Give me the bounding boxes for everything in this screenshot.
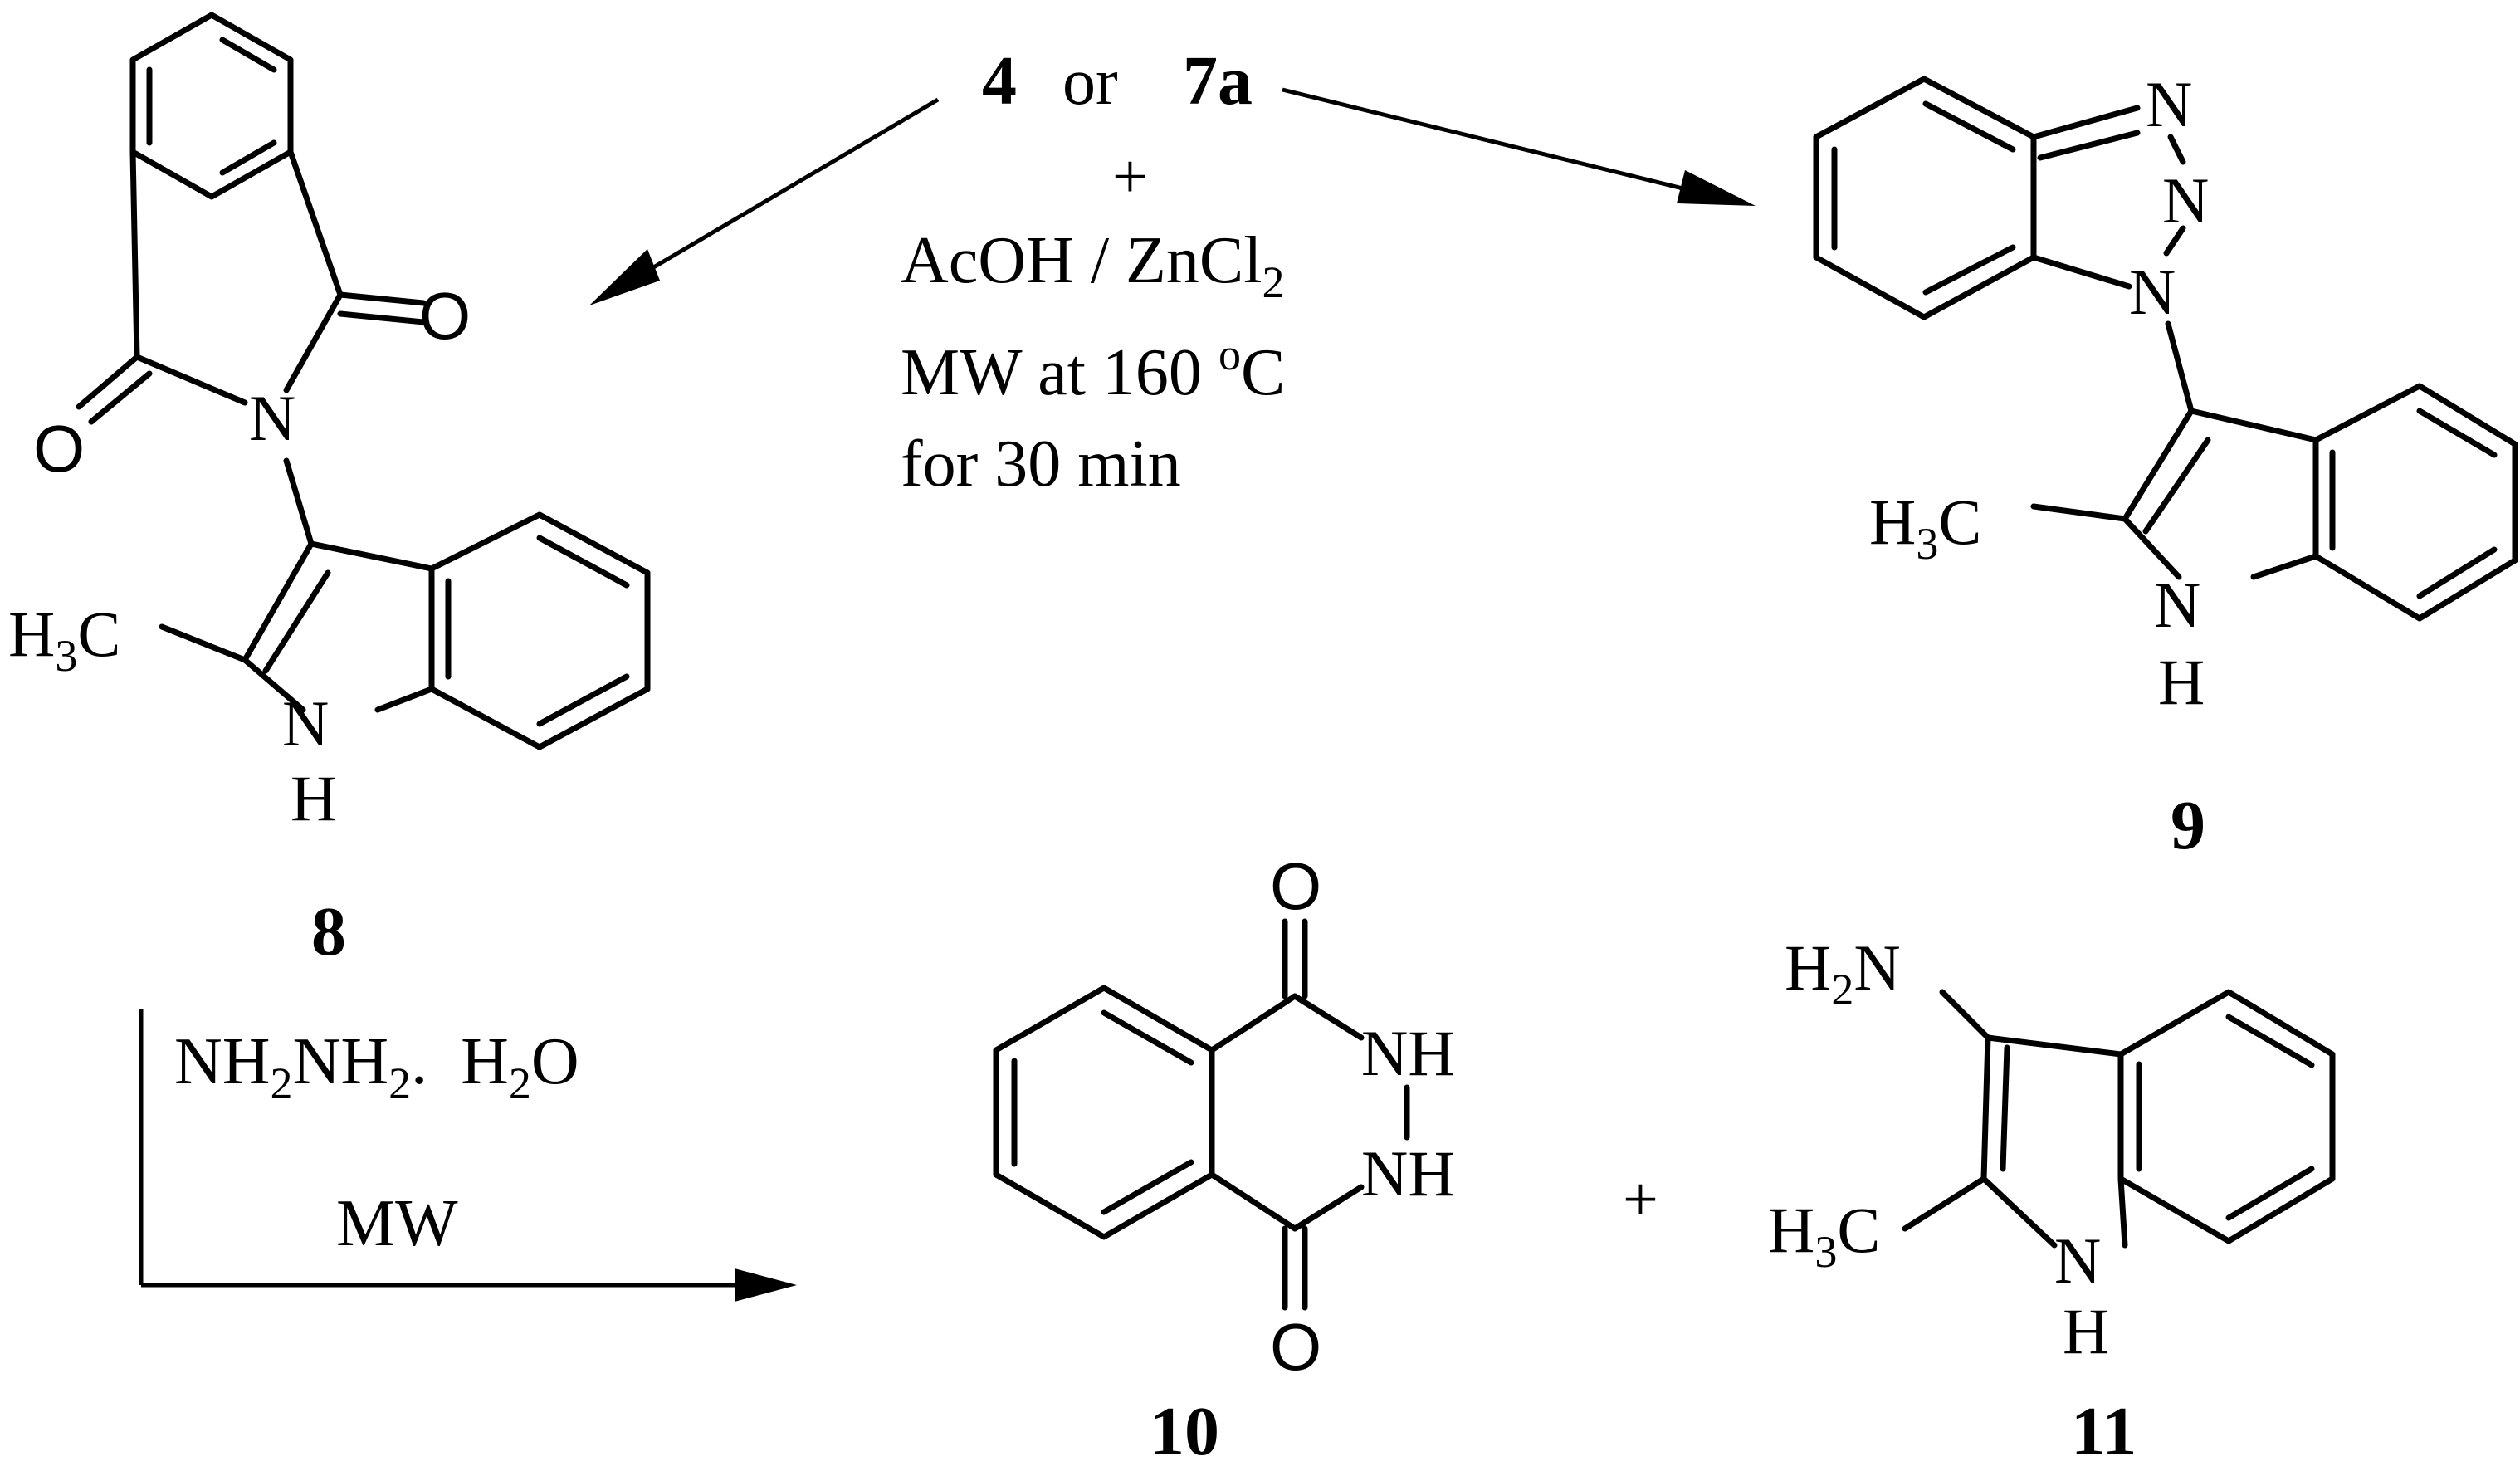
arrow-to-8: [613, 97, 940, 293]
arrow-to-9: [1282, 87, 1727, 202]
atom-o-10a: O: [1270, 849, 1321, 923]
compound-label-9: 9: [2171, 787, 2205, 864]
compound-11-structure: [1902, 989, 2336, 1249]
methyl-11-c: C: [1837, 1194, 1880, 1266]
atom-h-indole-11: H: [2063, 1295, 2109, 1367]
methyl-11-h: H: [1768, 1194, 1814, 1266]
atom-n-9a: N: [2146, 68, 2192, 140]
atom-n-9b: N: [2162, 164, 2209, 237]
compound-label-11: 11: [2071, 1393, 2137, 1470]
hydrazine-nh-b: NH: [293, 1025, 389, 1098]
mw-temp-text: MW at 160 oC: [901, 330, 1285, 409]
compound-label-10: 10: [1150, 1393, 1219, 1470]
hydrazine-dot: .: [411, 1025, 427, 1098]
hydrazine-sub-b: 2: [388, 1058, 411, 1108]
methyl-9-h: H: [1869, 486, 1916, 558]
atom-o-8b: O: [33, 412, 85, 486]
amino-11: H2N: [1785, 931, 1901, 1014]
hydrazine-nh-a: NH: [174, 1025, 271, 1098]
atom-h-indole-8: H: [291, 762, 337, 834]
reagent-4: 4: [982, 42, 1017, 120]
atom-n-indole-9: N: [2154, 569, 2200, 641]
catalyst-main: AcOH / ZnCl: [901, 224, 1262, 297]
methyl-9-c: C: [1938, 486, 1981, 558]
amino-11-h: H: [1785, 931, 1831, 1004]
hydrazine-sub-a: 2: [271, 1058, 293, 1108]
methyl-8-sub: 3: [55, 631, 77, 681]
compound-8-structure: [76, 12, 651, 750]
amino-11-sub: 2: [1831, 965, 1853, 1014]
hydrazinolysis-arrowhead: [735, 1268, 797, 1302]
arrowhead-to-9: [1677, 170, 1756, 206]
reagent-7a: 7a: [1183, 42, 1253, 120]
atom-n-indole-11: N: [2054, 1224, 2101, 1297]
atom-n-9c: N: [2129, 256, 2176, 328]
catalyst-sub: 2: [1262, 257, 1285, 307]
compound-label-8: 8: [311, 893, 346, 970]
atom-o-10b: O: [1270, 1310, 1321, 1384]
atom-h-indole-9: H: [2158, 646, 2205, 718]
reagent-plus: +: [1112, 142, 1148, 212]
atom-n-8: N: [249, 382, 295, 454]
mw-temp-main: MW at 160: [901, 336, 1218, 409]
catalyst-text: AcOH / ZnCl2: [901, 224, 1285, 307]
methyl-8: H3C: [8, 598, 120, 681]
methyl-9-sub: 3: [1916, 519, 1938, 569]
compound-9-structure: [1813, 76, 2518, 622]
duration-text: for 30 min: [901, 428, 1181, 501]
atom-n-indole-8: N: [282, 687, 329, 760]
atom-nh-10a: NH: [1361, 1017, 1455, 1089]
mw-temp-unit: C: [1241, 336, 1285, 409]
water-o: O: [531, 1025, 579, 1098]
compound-10-structure: [993, 918, 1410, 1311]
methyl-8-h: H: [8, 598, 55, 670]
water-sub: 2: [509, 1058, 531, 1108]
atom-o-8a: O: [419, 279, 471, 353]
methyl-8-c: C: [77, 598, 120, 670]
hydrazinolysis-mw: MW: [336, 1187, 458, 1260]
atom-nh-10b: NH: [1361, 1137, 1455, 1210]
reagent-or: or: [1062, 46, 1118, 119]
hydrazine-reagent: NH2NH2.H2O: [174, 1025, 579, 1108]
methyl-9: H3C: [1869, 486, 1981, 569]
water-h: H: [461, 1025, 509, 1098]
methyl-11-sub: 3: [1814, 1227, 1837, 1277]
methyl-11: H3C: [1768, 1194, 1880, 1277]
mw-temp-sup: o: [1218, 330, 1241, 379]
arrowhead-to-8: [589, 249, 660, 305]
product-plus: +: [1623, 1165, 1658, 1234]
amino-11-n: N: [1853, 931, 1900, 1004]
